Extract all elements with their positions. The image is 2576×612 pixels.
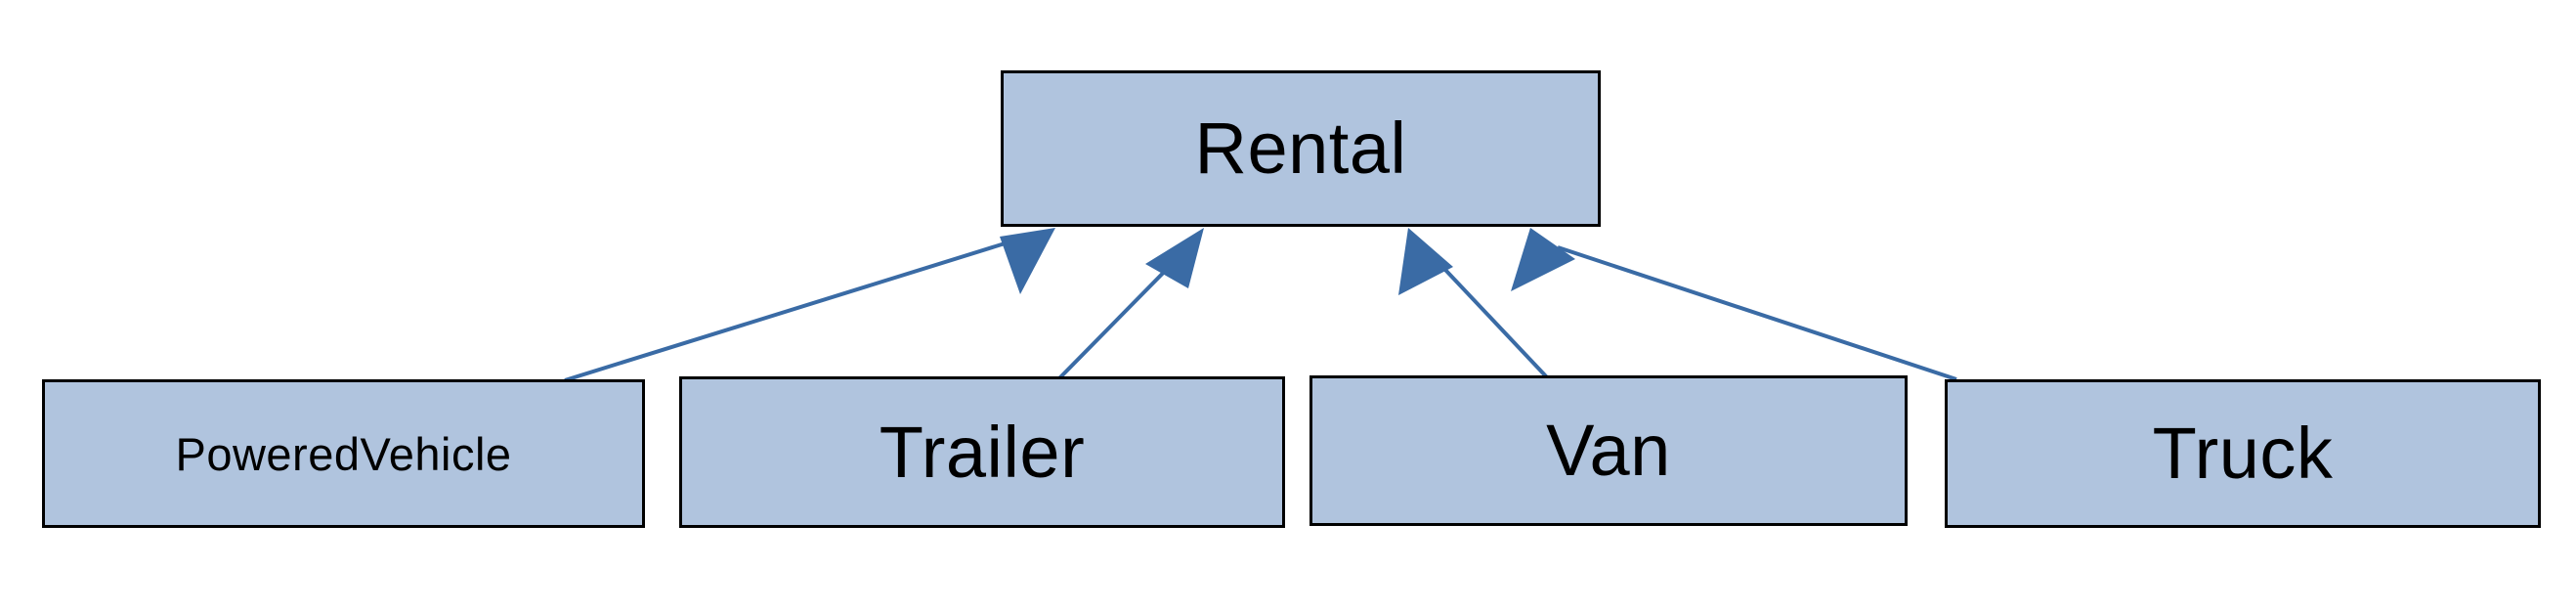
generalization-arrowhead xyxy=(1398,228,1453,295)
generalization-edge-truck-to-rental[interactable] xyxy=(1511,228,1957,381)
edge-line xyxy=(564,234,1031,382)
class-box-label-poweredvehicle: PoweredVehicle xyxy=(175,427,512,480)
edge-line xyxy=(1056,247,1188,381)
class-box-poweredvehicle[interactable]: PoweredVehicle xyxy=(42,379,645,528)
generalization-edge-trailer-to-rental[interactable] xyxy=(1056,228,1204,381)
class-box-van[interactable]: Van xyxy=(1309,375,1908,526)
class-box-label-rental: Rental xyxy=(1194,108,1407,189)
generalization-edge-van-to-rental[interactable] xyxy=(1398,228,1549,379)
class-box-rental[interactable]: Rental xyxy=(1001,70,1601,227)
class-box-label-van: Van xyxy=(1546,410,1671,491)
edge-line xyxy=(1427,250,1549,379)
class-box-truck[interactable]: Truck xyxy=(1945,379,2541,528)
generalization-edge-poweredvehicle-to-rental[interactable] xyxy=(564,228,1055,382)
generalization-arrowhead xyxy=(1511,228,1575,291)
class-box-trailer[interactable]: Trailer xyxy=(679,376,1285,528)
class-box-label-trailer: Trailer xyxy=(879,411,1086,493)
class-box-label-truck: Truck xyxy=(2152,413,2334,494)
generalization-arrowhead xyxy=(1000,228,1055,294)
generalization-arrowhead xyxy=(1145,228,1204,288)
edge-line xyxy=(1557,245,1957,381)
